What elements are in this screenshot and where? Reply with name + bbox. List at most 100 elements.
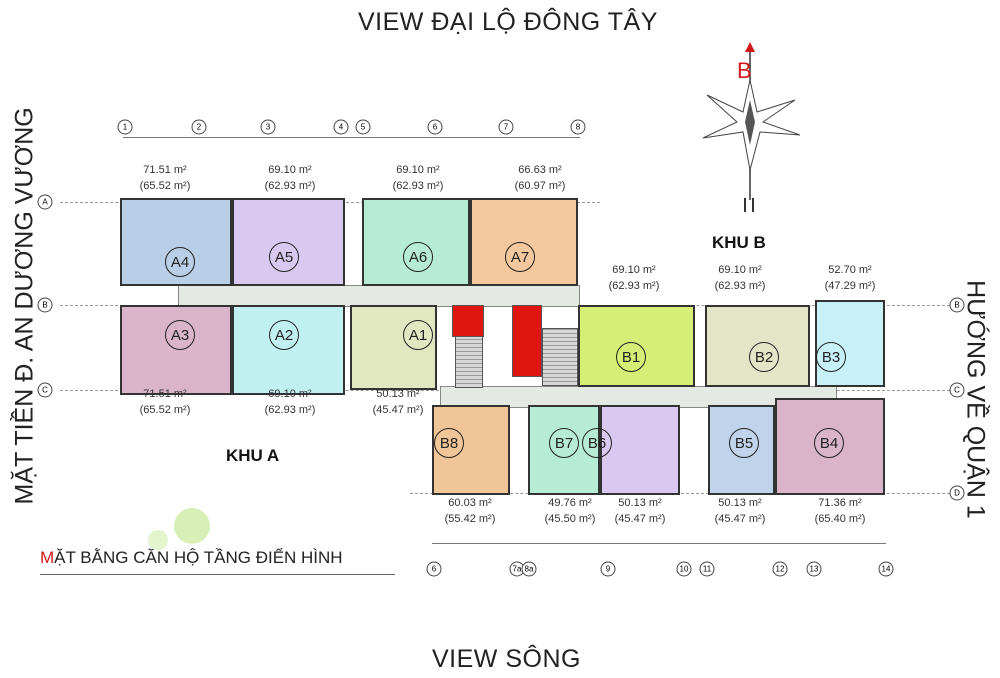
grid-marker: 6	[426, 561, 442, 577]
decorative-circle-small	[148, 530, 168, 550]
grid-marker: 1	[117, 119, 133, 135]
grid-marker: 12	[772, 561, 788, 577]
gross-area: 50.13 m²	[618, 497, 662, 509]
unit-area: 71.36 m² (65.40 m²)	[800, 495, 880, 527]
net-area: (62.93 m²)	[608, 280, 660, 292]
unit-badge: B1	[616, 342, 646, 372]
unit-area: 71.51 m² (65.52 m²)	[125, 386, 205, 418]
net-area: (55.42 m²)	[444, 513, 496, 525]
dimension-line-bottom	[432, 543, 886, 544]
grid-row-marker: A	[37, 194, 53, 210]
net-area: (65.52 m²)	[139, 404, 191, 416]
gross-area: 71.51 m²	[143, 164, 187, 176]
grid-marker: 3	[260, 119, 276, 135]
gross-area: 71.36 m²	[818, 497, 862, 509]
grid-marker: 14	[878, 561, 894, 577]
grid-marker: 8	[570, 119, 586, 135]
grid-marker: 10	[676, 561, 692, 577]
unit-a3	[120, 305, 232, 395]
unit-area: 69.10 m² (62.93 m²)	[378, 162, 458, 194]
gross-area: 50.13 m²	[718, 497, 762, 509]
unit-area: 60.03 m² (55.42 m²)	[430, 495, 510, 527]
net-area: (62.93 m²)	[714, 280, 766, 292]
unit-badge: A2	[269, 320, 299, 350]
gross-area: 69.10 m²	[268, 164, 312, 176]
elevator-b	[512, 305, 542, 377]
net-area: (47.29 m²)	[824, 280, 876, 292]
unit-badge: B6	[582, 428, 612, 458]
grid-marker: 8a	[521, 561, 537, 577]
unit-b3	[815, 300, 885, 387]
gross-area: 66.63 m²	[518, 164, 562, 176]
stairwell-b	[542, 328, 578, 386]
unit-area: 69.10 m² (62.93 m²)	[250, 162, 330, 194]
net-area: (45.50 m²)	[544, 513, 596, 525]
grid-marker: 13	[806, 561, 822, 577]
net-area: (45.47 m²)	[614, 513, 666, 525]
dimension-line-top	[123, 137, 580, 138]
unit-area: 52.70 m² (47.29 m²)	[810, 262, 890, 294]
gross-area: 71.51 m²	[143, 388, 187, 400]
unit-badge: B4	[814, 428, 844, 458]
unit-badge: A5	[269, 242, 299, 272]
grid-row-marker: C	[949, 382, 965, 398]
net-area: (45.47 m²)	[714, 513, 766, 525]
grid-marker: 7	[498, 119, 514, 135]
stairwell-a	[455, 336, 483, 388]
zone-b-label: KHU B	[712, 233, 766, 252]
unit-badge: B8	[434, 428, 464, 458]
grid-row-marker: C	[37, 382, 53, 398]
net-area: (62.93 m²)	[264, 404, 316, 416]
net-area: (65.40 m²)	[814, 513, 866, 525]
grid-marker: 2	[191, 119, 207, 135]
grid-row-marker: B	[37, 297, 53, 313]
unit-b6	[600, 405, 680, 495]
unit-a2	[232, 305, 345, 395]
view-right-label: HƯỚNG VỀ QUẬN 1	[961, 280, 990, 519]
unit-badge: A7	[505, 242, 535, 272]
unit-area: 49.76 m² (45.50 m²)	[530, 495, 610, 527]
compass-icon	[702, 42, 801, 212]
view-top-label: VIEW ĐẠI LỘ ĐÔNG TÂY	[358, 8, 658, 36]
grid-line-d	[410, 493, 960, 494]
plan-title-initial: M	[40, 548, 55, 567]
unit-area: 69.10 m²(62.93 m²)	[700, 262, 780, 294]
gross-area: 69.10 m²	[396, 164, 440, 176]
compass-label: B	[737, 58, 752, 83]
gross-area: 60.03 m²	[448, 497, 492, 509]
decorative-circle-large	[174, 508, 210, 544]
unit-badge: B2	[749, 342, 779, 372]
gross-area: 69.10 m²	[612, 264, 656, 276]
unit-area: 50.13 m² (45.47 m²)	[700, 495, 780, 527]
grid-marker: 4	[333, 119, 349, 135]
unit-area: 50.13 m² (45.47 m²)	[600, 495, 680, 527]
net-area: (45.47 m²)	[372, 404, 424, 416]
corridor-a	[178, 285, 580, 307]
view-left-label: MẶT TIỀN Đ. AN DƯƠNG VƯƠNG	[10, 107, 39, 505]
elevator-a	[452, 305, 484, 337]
gross-area: 49.76 m²	[548, 497, 592, 509]
unit-badge: A4	[165, 247, 195, 277]
unit-area: 71.51 m²(65.52 m²)	[125, 162, 205, 194]
grid-row-marker: B	[949, 297, 965, 313]
unit-badge: B7	[549, 428, 579, 458]
grid-marker: 9	[600, 561, 616, 577]
unit-area: 69.10 m² (62.93 m²)	[594, 262, 674, 294]
net-area: (60.97 m²)	[514, 180, 566, 192]
net-area: (62.93 m²)	[392, 180, 444, 192]
gross-area: 69.10 m²	[268, 388, 312, 400]
unit-area: 50.13 m²(45.47 m²)	[358, 386, 438, 418]
plan-title: MẶT BẰNG CĂN HỘ TẦNG ĐIỂN HÌNH	[40, 548, 395, 575]
zone-a-label: KHU A	[226, 446, 280, 465]
plan-title-rest: ẶT BẰNG CĂN HỘ TẦNG ĐIỂN HÌNH	[54, 548, 343, 567]
unit-badge: A6	[403, 242, 433, 272]
grid-marker: 5	[355, 119, 371, 135]
unit-area: 66.63 m² (60.97 m²)	[500, 162, 580, 194]
unit-badge: B3	[816, 342, 846, 372]
grid-marker: 6	[427, 119, 443, 135]
gross-area: 52.70 m²	[828, 264, 872, 276]
net-area: (62.93 m²)	[264, 180, 316, 192]
unit-badge: A3	[165, 320, 195, 350]
grid-marker: 11	[699, 561, 715, 577]
